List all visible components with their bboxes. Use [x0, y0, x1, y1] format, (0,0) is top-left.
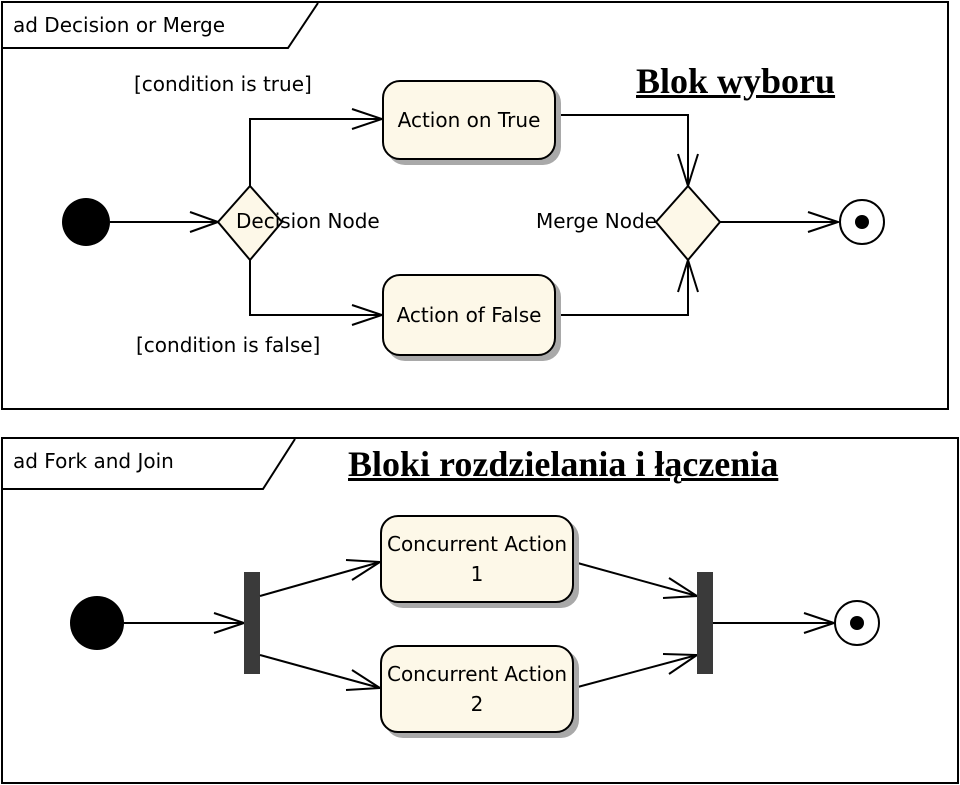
section-heading: Bloki rozdzielania i łączenia: [348, 444, 779, 484]
action-node-false: Action of False: [382, 274, 556, 356]
guard-true-label: [condition is true]: [134, 72, 312, 96]
concurrent-action-2: Concurrent Action 2: [380, 645, 574, 733]
decision-node-label: Decision Node: [236, 209, 380, 233]
join-bar: [697, 572, 713, 674]
frame-label: ad Fork and Join: [13, 449, 174, 473]
merge-node-label: Merge Node: [536, 209, 657, 233]
action-node-true: Action on True: [382, 80, 556, 160]
frame-tab: [3, 439, 296, 490]
frame-label: ad Decision or Merge: [13, 13, 226, 37]
initial-node: [62, 198, 110, 246]
concurrent-action-1: Concurrent Action 1: [380, 515, 574, 603]
section-heading: Blok wyboru: [636, 61, 836, 101]
frame-tab: [3, 3, 319, 49]
guard-false-label: [condition is false]: [136, 333, 321, 357]
initial-node: [70, 596, 124, 650]
fork-bar: [244, 572, 260, 674]
merge-node: [654, 184, 722, 262]
